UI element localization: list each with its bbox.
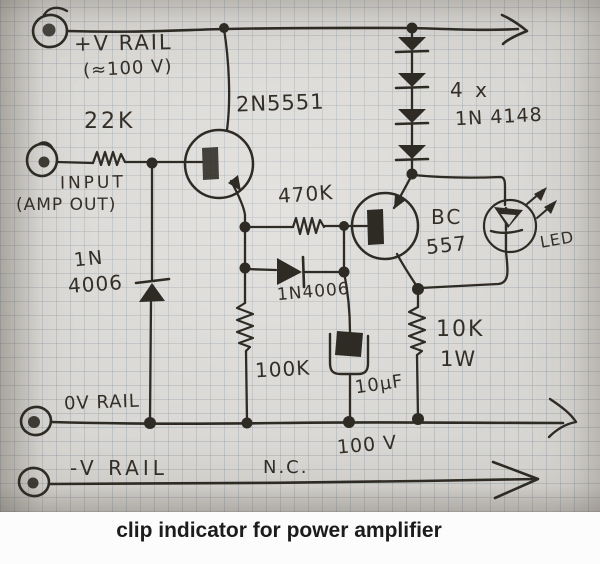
diode-1n4006-horizontal — [277, 255, 306, 289]
transistor-2n5551 — [183, 128, 255, 200]
terminal-plus-v — [31, 6, 69, 49]
schematic-photo: +V RAIL (≈100 V) 22K 2N5551 INPUT (AMP O… — [0, 0, 600, 512]
label-transistor-bc557-line2: 557 — [424, 230, 469, 260]
terminal-minus-v — [17, 466, 51, 498]
plus-v-rail-arrow — [500, 13, 529, 46]
transistor-bc557 — [350, 191, 420, 261]
junction-dots — [144, 22, 424, 429]
label-diode-input-line2: 4006 — [67, 270, 124, 298]
caption: clip indicator for power amplifier — [116, 519, 442, 542]
resistor-10k — [407, 305, 427, 357]
label-resistor-100k: 100K — [254, 355, 311, 383]
label-resistor-470k: 470K — [277, 180, 335, 208]
label-minus-rail: -V RAIL — [70, 456, 168, 480]
diode-1n4006-vertical — [134, 277, 171, 302]
diode-chain-1n4148 — [394, 26, 430, 176]
label-resistor-22k: 22K — [84, 109, 136, 134]
plus-v-rail-wire — [65, 13, 529, 46]
label-transistor-bc557-line1: BC — [431, 205, 463, 229]
label-zero-rail-voltage: 100 V — [336, 431, 399, 459]
minus-v-rail-arrow — [491, 460, 540, 500]
terminal-input — [25, 141, 59, 178]
label-resistor-10k-line2: 1W — [440, 347, 477, 371]
label-diode-input-line1: 1N — [72, 246, 106, 272]
resistor-22k — [91, 150, 127, 167]
emitter-node-wires — [243, 224, 348, 273]
label-plus-rail-voltage: (≈100 V) — [82, 55, 173, 82]
label-nc: N.C. — [263, 457, 309, 478]
led-bottom-wire — [418, 250, 509, 290]
led-top-wire — [411, 173, 507, 207]
label-plus-rail: +V RAIL — [73, 30, 173, 56]
minus-v-rail-wire — [48, 460, 540, 500]
d-input-leads — [148, 162, 154, 423]
label-transistor-2n5551: 2N5551 — [235, 89, 325, 117]
terminal-zero-v — [19, 405, 53, 437]
capacitor-10uf — [328, 331, 370, 423]
zero-v-rail-wire — [49, 397, 578, 439]
schematic-drawing — [17, 6, 578, 500]
label-input-line1: INPUT — [59, 172, 126, 194]
resistor-100k — [235, 301, 255, 353]
r-bias-leads — [243, 266, 249, 423]
q1-collector-wire — [222, 27, 231, 132]
led-light-arrows — [526, 187, 557, 219]
label-input-line2: (AMP OUT) — [16, 195, 117, 215]
label-diode-chain-part: 1N 4148 — [454, 103, 544, 131]
q1-base-wire — [55, 160, 204, 165]
resistor-470k — [291, 216, 326, 236]
zero-v-rail-arrow — [547, 397, 578, 439]
label-resistor-10k-line1: 10K — [436, 317, 485, 342]
led-symbol — [482, 187, 557, 254]
q2-collector-wire — [395, 252, 420, 290]
label-diode-chain-qty: 4 x — [450, 78, 490, 102]
label-zero-rail: 0V RAIL — [63, 390, 141, 415]
